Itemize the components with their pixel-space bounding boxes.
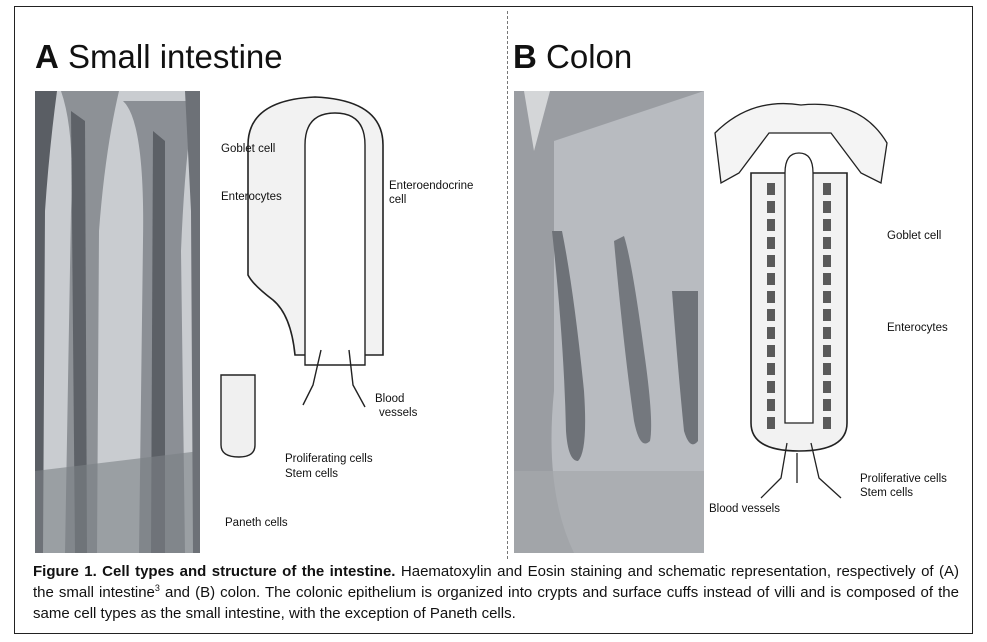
panel-a-title: A Small intestine <box>35 37 283 77</box>
caption-text-2: and (B) colon. The colonic epithelium is… <box>33 584 959 622</box>
label-stem-cells-b: Stem cells <box>860 486 913 500</box>
label-blood-vessels-a: vessels <box>379 406 417 420</box>
figure-frame: A Small intestine B Colon Goblet cell En… <box>14 6 973 634</box>
label-proliferating-cells-a: Proliferating cells <box>285 452 373 466</box>
small-intestine-histology-image <box>35 91 200 553</box>
small-intestine-schematic <box>203 85 398 455</box>
panel-a-title-text: Small intestine <box>68 38 283 75</box>
label-enteroendocrine-cell-a: cell <box>389 193 406 207</box>
label-blood-a: Blood <box>375 392 404 406</box>
label-enteroendocrine-a: Enteroendocrine <box>389 179 473 193</box>
label-enterocytes-a: Enterocytes <box>221 190 282 204</box>
figure-caption: Figure 1. Cell types and structure of th… <box>33 561 959 624</box>
caption-title: Figure 1. Cell types and structure of th… <box>33 563 395 580</box>
label-proliferative-cells-b: Proliferative cells <box>860 472 947 486</box>
panel-b-letter: B <box>513 38 537 75</box>
label-goblet-cell-b: Goblet cell <box>887 229 941 243</box>
label-paneth-cells-a: Paneth cells <box>225 516 288 530</box>
label-enterocytes-b: Enterocytes <box>887 321 948 335</box>
label-blood-vessels-b: Blood vessels <box>709 502 780 516</box>
panel-divider <box>507 11 508 559</box>
panel-b-title-text: Colon <box>546 38 632 75</box>
panel-b-title: B Colon <box>513 37 632 77</box>
label-goblet-cell-a: Goblet cell <box>221 142 275 156</box>
label-stem-cells-a: Stem cells <box>285 467 338 481</box>
colon-crypt-schematic <box>711 103 889 503</box>
panel-a-letter: A <box>35 38 59 75</box>
colon-histology-image <box>514 91 704 553</box>
